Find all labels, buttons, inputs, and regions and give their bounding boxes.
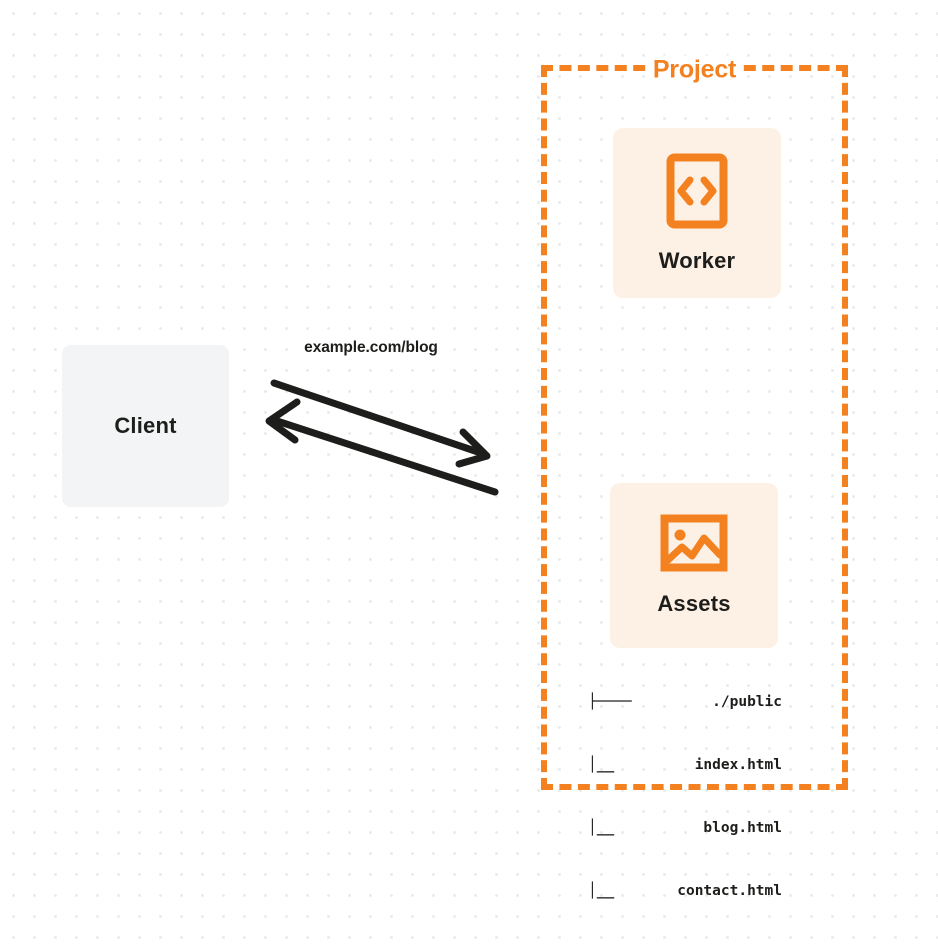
edge-label-request-url: example.com/blog	[304, 339, 438, 356]
tree-item-name: blog.html	[703, 820, 782, 836]
tree-connector: ├────	[588, 694, 632, 710]
tree-item-name: index.html	[694, 757, 782, 773]
tree-row: │__ index.html	[588, 755, 782, 776]
tree-connector: │__	[588, 820, 615, 836]
project-title: Project	[646, 55, 743, 85]
tree-connector: │__	[588, 757, 615, 773]
arrow-response	[265, 398, 499, 496]
worker-card-label: Worker	[658, 247, 736, 273]
tree-row: ├──── ./public	[588, 692, 782, 713]
arrow-request	[270, 379, 491, 468]
tree-row: │__ contact.html	[588, 881, 782, 902]
client-node[interactable]: Client	[62, 345, 229, 507]
assets-card[interactable]: Assets	[610, 483, 778, 648]
diagram-canvas: Client example.com/blog Project Worker	[62, 55, 848, 899]
image-icon	[660, 514, 728, 577]
tree-item-name: ./public	[712, 694, 782, 710]
code-brackets-icon	[666, 153, 728, 234]
assets-card-label: Assets	[657, 591, 731, 616]
project-container: Project	[541, 55, 848, 790]
worker-card[interactable]: Worker	[613, 128, 781, 298]
tree-item-name: contact.html	[677, 883, 782, 899]
assets-file-tree: ├──── ./public │__ index.html │__ blog.h…	[588, 650, 782, 944]
tree-row: │__ blog.html	[588, 818, 782, 839]
client-label: Client	[114, 413, 177, 438]
tree-connector: │__	[588, 883, 615, 899]
